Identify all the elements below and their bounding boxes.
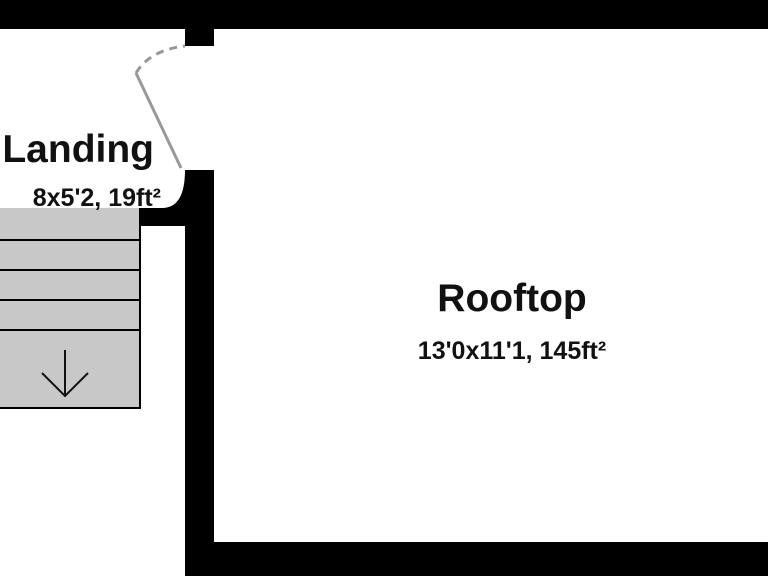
wall-left-upper bbox=[185, 29, 214, 46]
landing-room-name: Landing bbox=[2, 128, 154, 171]
rooftop-room-dimensions: 13'0x11'1, 145ft² bbox=[417, 337, 607, 365]
wall-left-lower bbox=[185, 170, 214, 576]
wall-bottom bbox=[185, 542, 768, 576]
landing-room-dimensions: 8x5'2, 19ft² bbox=[32, 184, 161, 212]
door-arc bbox=[134, 44, 186, 74]
rooftop-room-name: Rooftop bbox=[437, 277, 587, 320]
door-swing bbox=[134, 44, 186, 169]
staircase bbox=[0, 208, 141, 409]
arrow-down-icon bbox=[41, 350, 89, 398]
wall-top bbox=[0, 0, 768, 29]
landing-corner-curve bbox=[140, 170, 185, 226]
door-leaf bbox=[134, 72, 183, 169]
stairs-fill bbox=[0, 208, 141, 409]
